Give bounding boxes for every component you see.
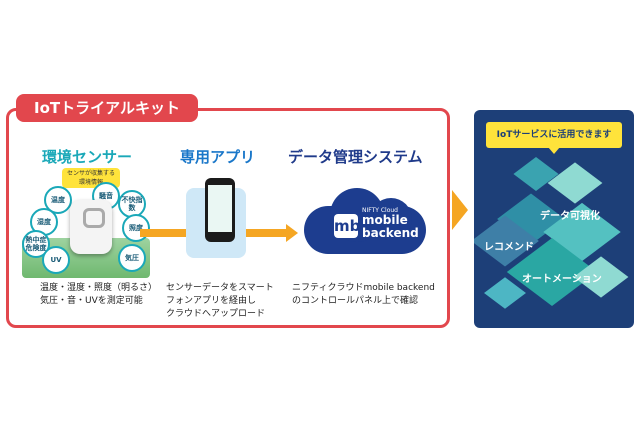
cloud-name-line-2: backend [362, 226, 419, 240]
cloud-brand: NIFTY Cloud [362, 207, 398, 214]
deco-tile [547, 162, 603, 204]
data-management-title: データ管理システム [288, 148, 423, 166]
app-desc-line-2: フォンアプリを経由し [166, 296, 257, 306]
service-recommendation: レコメンド [484, 242, 534, 253]
app-desc-line-1: センサーデータをスマート [166, 283, 274, 293]
app-desc-line-3: クラウドへアップロード [166, 309, 266, 319]
bubble-uv: UV [42, 246, 70, 274]
services-banner: IoTサービスに活用できます [486, 122, 622, 148]
system-desc-line-1: ニフティクラウドmobile backend [292, 283, 435, 293]
services-banner-pointer [548, 147, 560, 154]
system-desc-line-2: のコントロールパネル上で確認 [292, 296, 419, 306]
sensor-illustration: センサが収集する 環境情報 温度 騒音 不快指数 湿度 熱中症危険度 照度 UV… [22, 168, 150, 280]
bubble-pressure: 気圧 [118, 244, 146, 272]
sensor-description: 温度・湿度・照度（明るさ） 気圧・音・UVを測定可能 [40, 282, 157, 308]
service-automation: オートメーション [522, 274, 602, 285]
trial-kit-tab: IoTトライアルキット [16, 94, 198, 122]
sensor-desc-line-2: 気圧・音・UVを測定可能 [40, 296, 143, 306]
bubble-heatstroke-risk: 熱中症危険度 [22, 230, 50, 258]
service-data-visualization: データ可視化 [540, 211, 600, 222]
data-system-description: ニフティクラウドmobile backend のコントロールパネル上で確認 [292, 282, 435, 308]
cloud-product-name: mobile backend [362, 214, 419, 240]
environment-sensor-title: 環境センサー [42, 148, 133, 166]
bubble-illuminance: 照度 [122, 214, 150, 242]
sensor-tag-line-1: センサが収集する [66, 170, 115, 177]
dedicated-app-title: 専用アプリ [180, 148, 256, 166]
sensor-desc-line-1: 温度・湿度・照度（明るさ） [40, 283, 158, 293]
flow-arrow-head [286, 224, 298, 242]
smartphone-icon [205, 178, 235, 242]
phone-screen [208, 185, 232, 232]
chevron-right-icon [452, 190, 468, 230]
sensor-tag-line-2: 環境情報 [78, 179, 103, 186]
bubble-temperature: 温度 [44, 186, 72, 214]
app-description: センサーデータをスマート フォンアプリを経由し クラウドへアップロード [166, 282, 274, 321]
cloud-name-line-1: mobile [362, 213, 408, 227]
sensor-device-icon [70, 200, 112, 254]
mobile-backend-logo-icon: mb [334, 214, 360, 238]
